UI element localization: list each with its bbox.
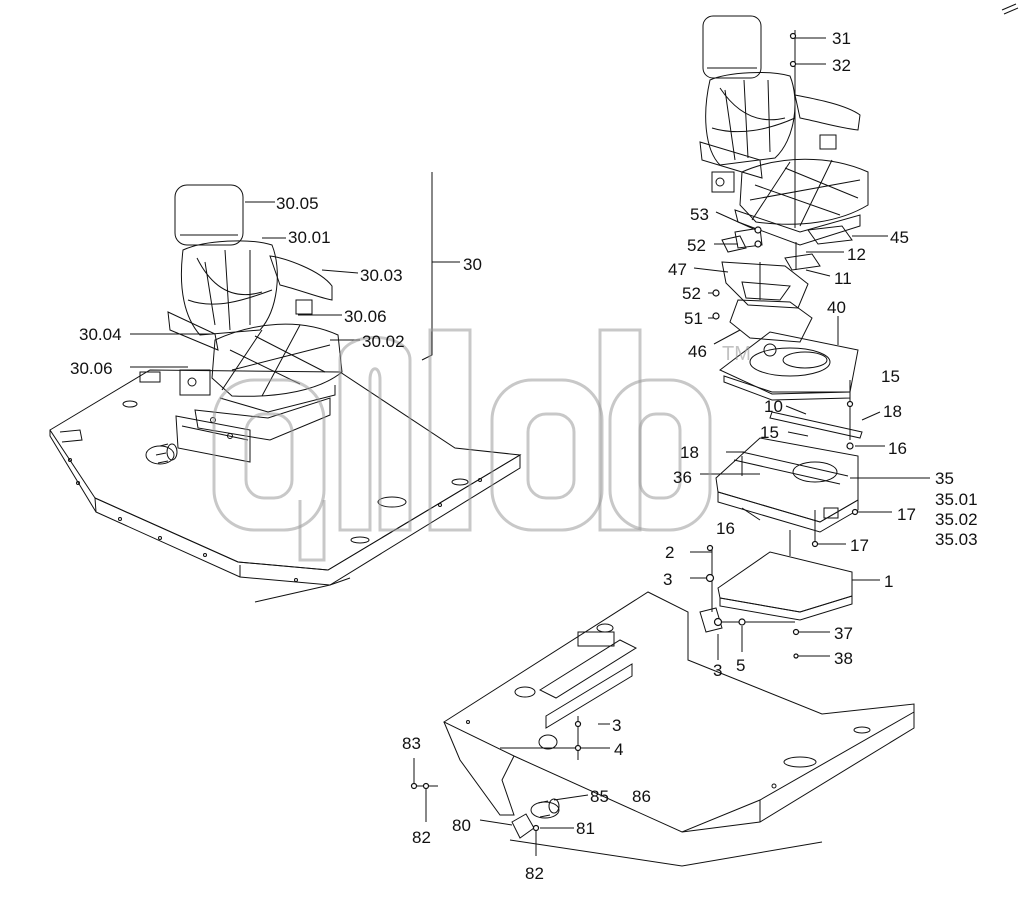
leader-lines: [130, 30, 930, 867]
callout-30-02: 30.02: [362, 332, 405, 351]
callout-3-lower: 3: [612, 716, 621, 735]
callout-86: 86: [632, 787, 651, 806]
callout-30-03: 30.03: [360, 266, 403, 285]
fastener-points: [410, 32, 859, 832]
callout-18-right: 18: [883, 402, 902, 421]
watermark-logo: TM: [212, 328, 751, 562]
watermark-tm: TM: [722, 343, 751, 365]
callout-46: 46: [688, 342, 707, 361]
callout-30-06-lower: 30.06: [70, 359, 113, 378]
callout-5: 5: [736, 656, 745, 675]
callout-30: 30: [463, 255, 482, 274]
callout-37: 37: [834, 624, 853, 643]
callout-16-upper: 16: [888, 439, 907, 458]
right-cab-floor: [442, 591, 915, 833]
callout-35-02: 35.02: [935, 510, 978, 529]
callout-labels: 30.05 30.01 30.03 30 30.06 30.04 30.02 3…: [70, 29, 978, 883]
callout-3-middle: 3: [713, 661, 722, 680]
callout-18-left: 18: [680, 443, 699, 462]
callout-2: 2: [665, 543, 674, 562]
callout-47: 47: [668, 260, 687, 279]
left-operator-seat: [167, 184, 343, 463]
callout-12: 12: [847, 245, 866, 264]
left-seat-switch: [145, 443, 178, 465]
callout-83: 83: [402, 734, 421, 753]
callout-16-lower: 16: [716, 519, 735, 538]
callout-51: 51: [684, 309, 703, 328]
right-seat-mount-parts: [699, 225, 863, 633]
callout-31: 31: [832, 29, 851, 48]
callout-30-05: 30.05: [276, 194, 319, 213]
callout-45: 45: [890, 228, 909, 247]
callout-17-lower: 17: [850, 536, 869, 555]
callout-52-lower: 52: [682, 284, 701, 303]
callout-4: 4: [614, 740, 623, 759]
callout-11: 11: [834, 269, 852, 288]
callout-38: 38: [834, 649, 853, 668]
callout-35: 35: [935, 469, 954, 488]
callout-81: 81: [576, 819, 595, 838]
callout-3-upper: 3: [663, 570, 672, 589]
callout-30-04: 30.04: [79, 325, 122, 344]
callout-52-upper: 52: [687, 236, 706, 255]
callout-17-upper: 17: [897, 505, 916, 524]
callout-15-left: 15: [760, 423, 779, 442]
callout-80: 80: [452, 816, 471, 835]
corner-arrow-icon: [1001, 3, 1019, 15]
right-operator-seat: [699, 15, 869, 246]
callout-15-right: 15: [881, 367, 900, 386]
callout-35-03: 35.03: [935, 530, 978, 549]
callout-82-left: 82: [412, 828, 431, 847]
callout-10: 10: [764, 397, 783, 416]
callout-82-bottom: 82: [525, 864, 544, 883]
callout-30-01: 30.01: [288, 228, 331, 247]
callout-32: 32: [832, 56, 851, 75]
callout-53: 53: [690, 205, 709, 224]
callout-40: 40: [827, 298, 846, 317]
callout-36: 36: [673, 468, 692, 487]
left-cab-floor: [49, 369, 522, 603]
callout-30-06-upper: 30.06: [344, 307, 387, 326]
callout-85: 85: [590, 787, 609, 806]
callout-35-01: 35.01: [935, 490, 978, 509]
callout-1: 1: [884, 572, 893, 591]
